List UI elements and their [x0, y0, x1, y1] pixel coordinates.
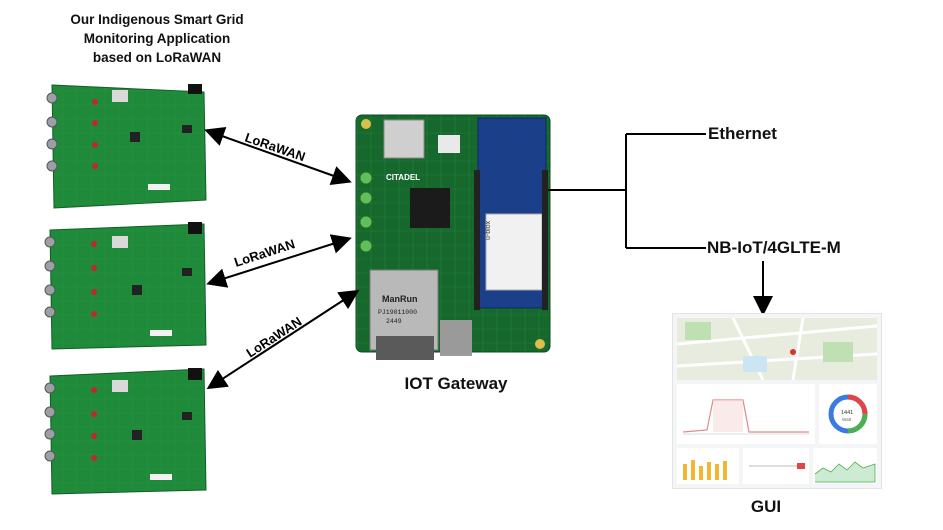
lora-arrow-1 [204, 126, 352, 186]
module-code: PJ19011000 [378, 309, 417, 316]
uplink-connector [548, 133, 706, 249]
module-sub: 2449 [386, 318, 402, 325]
module-label: ManRun [382, 294, 418, 304]
sensor-board-2 [44, 222, 207, 350]
lora-arrow-3 [206, 289, 360, 390]
donut-unit: Watt [842, 417, 852, 422]
donut-value: 1441 [841, 410, 853, 416]
location-pin-icon [790, 349, 796, 355]
sensor-board-3 [44, 368, 207, 495]
gui-label: GUI [750, 497, 782, 516]
cellular-label: NB-IoT/4GLTE-M [707, 238, 841, 257]
lora-label-1: LoRaWAN [243, 130, 307, 165]
gateway-board-icon [355, 114, 551, 360]
modem-brand: u-blox [485, 220, 492, 240]
gateway-brand: CITADEL [386, 173, 420, 182]
dashboard-thumbnail: 1441 Watt [672, 313, 882, 489]
gateway-label: IOT Gateway [404, 374, 508, 393]
lora-label-3: LoRaWAN [243, 314, 304, 361]
diagram-title: Our Indigenous Smart Grid Monitoring App… [70, 12, 244, 65]
ethernet-label: Ethernet [708, 124, 777, 143]
sensor-board-1 [46, 84, 207, 209]
lora-arrow-2 [206, 234, 352, 288]
